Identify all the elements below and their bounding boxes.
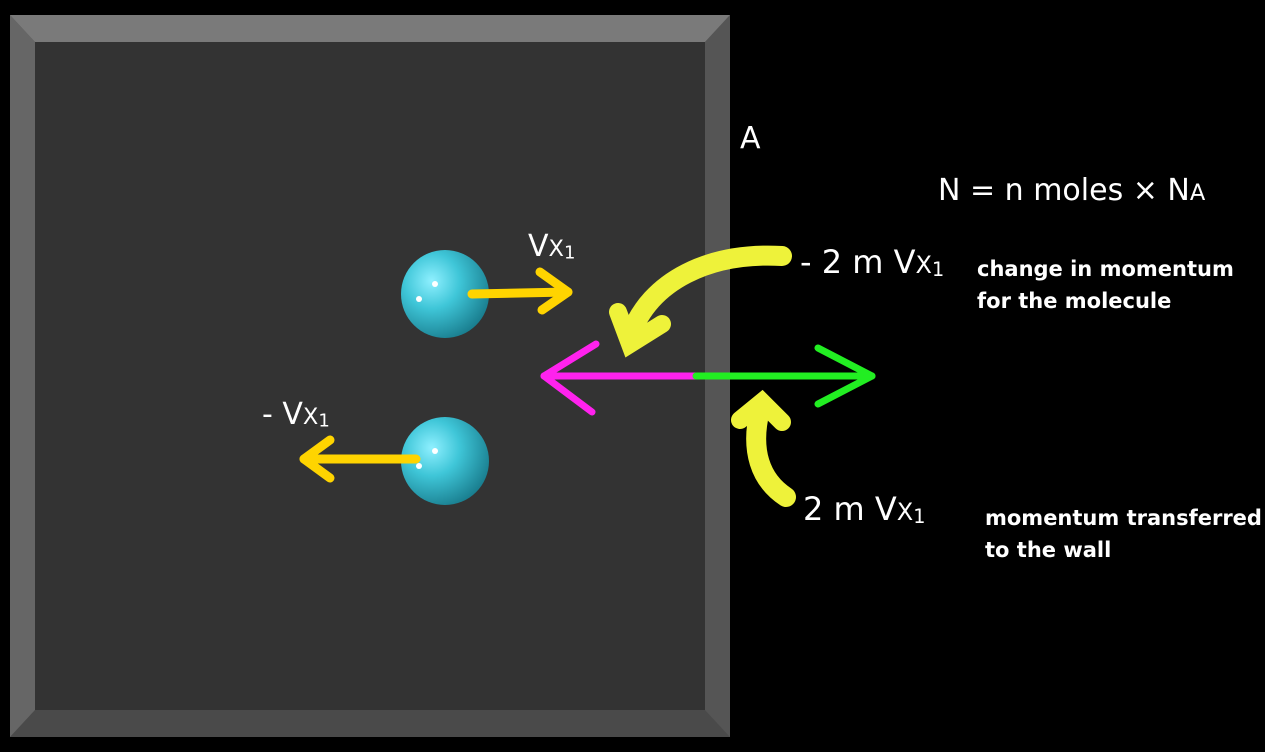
velocity-arrow-left — [299, 435, 421, 483]
molecule-bottom — [401, 417, 489, 505]
wall-note: momentum transferred to the wall — [985, 506, 1262, 562]
velocity-label-left: - VX1 — [262, 397, 330, 432]
molecule-note: change in momentum for the molecule — [977, 257, 1234, 313]
molecule-top — [401, 250, 489, 338]
wall-area-label: A — [740, 121, 761, 156]
wall-momentum-transfer-label: 2 m VX1 — [803, 490, 926, 528]
velocity-arrow-right — [467, 267, 573, 315]
molecule-momentum-change-label: - 2 m VX1 — [800, 243, 945, 281]
callout-arrow-molecule — [609, 245, 792, 358]
callout-arrow-wall — [731, 389, 796, 507]
velocity-label-right: VX1 — [528, 229, 576, 264]
wall-momentum-arrow — [692, 344, 876, 408]
molecule-momentum-arrow — [540, 340, 700, 416]
particle-count-equation: N = n moles × NA — [938, 173, 1206, 208]
